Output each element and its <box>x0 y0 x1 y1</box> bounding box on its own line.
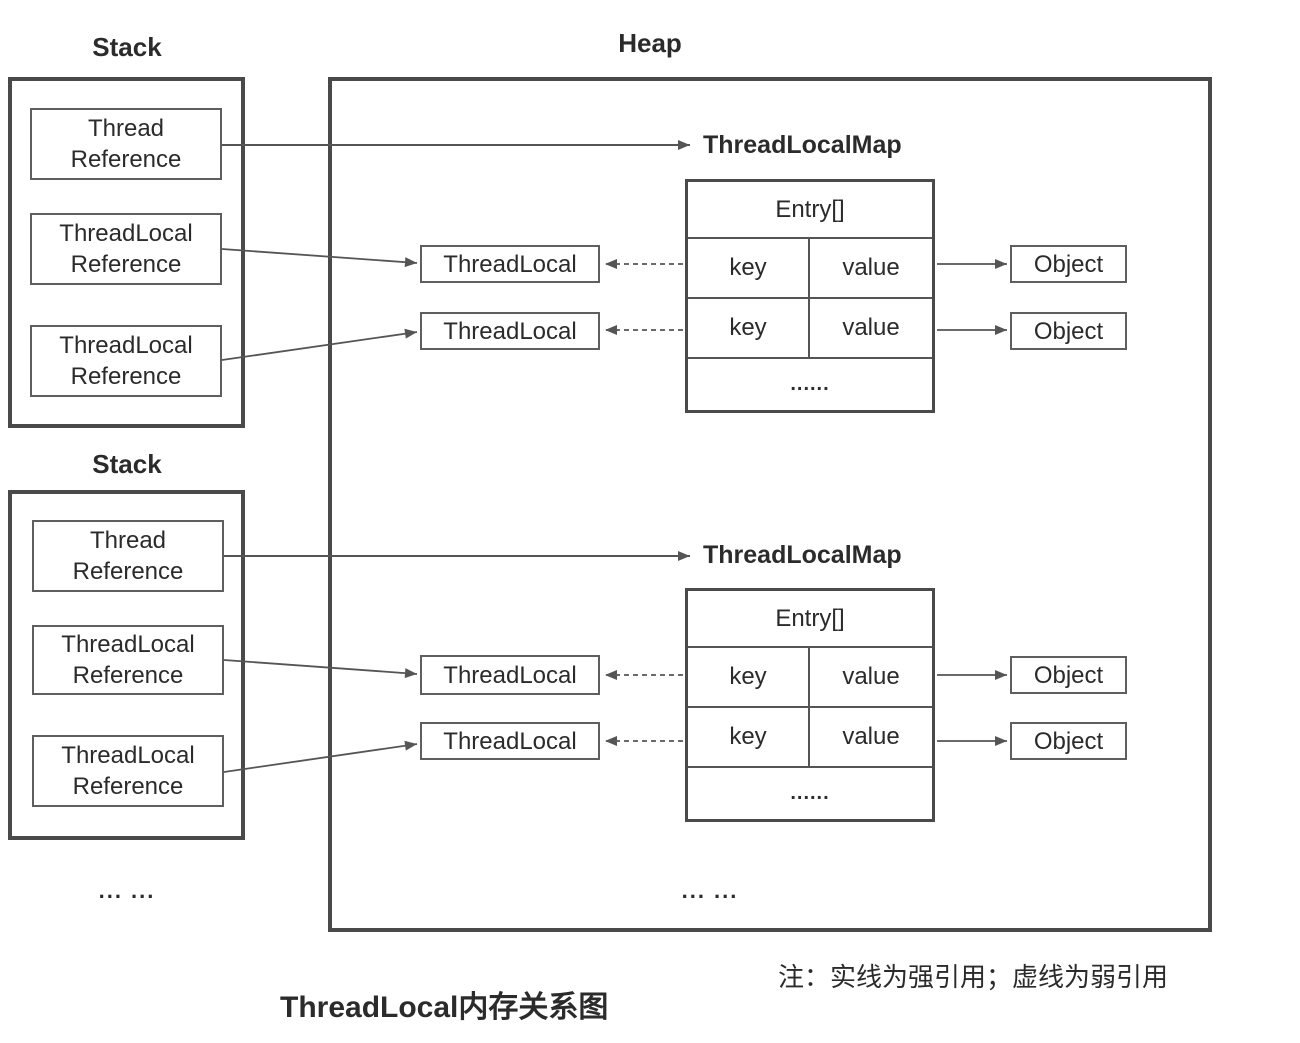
threadlocal-node: ThreadLocal <box>420 655 600 695</box>
entry-value-cell: value <box>842 723 900 750</box>
label-line2: Reference <box>70 146 182 173</box>
entry-row: key value <box>688 708 932 768</box>
stack-title-top: Stack <box>92 31 162 62</box>
label-line1: ThreadLocal <box>61 631 195 658</box>
entry-value-cell: value <box>842 663 900 690</box>
entry-table: Entry[] key value key value ...... <box>685 588 935 822</box>
threadlocal-node: ThreadLocal <box>420 312 600 350</box>
diagram-caption: ThreadLocal内存关系图 <box>280 991 609 1024</box>
entry-table: Entry[] key value key value ...... <box>685 179 935 413</box>
entry-value-cell: value <box>842 254 900 281</box>
label-line2: Reference <box>72 662 184 689</box>
entry-value-cell: value <box>842 314 900 341</box>
entry-header: Entry[] <box>688 591 932 648</box>
heap-title: Heap <box>618 27 682 58</box>
label-line2: Reference <box>70 363 182 390</box>
entry-header: Entry[] <box>688 182 932 239</box>
object-node: Object <box>1010 722 1127 760</box>
entry-row: key value <box>688 239 932 299</box>
entry-key-cell: key <box>688 648 810 706</box>
stack-ellipsis: ... ... <box>98 878 156 903</box>
legend-note: 注：实线为强引用；虚线为弱引用 <box>778 962 1169 992</box>
entry-key-cell: key <box>688 239 810 297</box>
label-line2: Reference <box>72 558 184 585</box>
entry-more-row: ...... <box>790 373 830 395</box>
threadlocal-node: ThreadLocal <box>420 245 600 283</box>
label-line1: ThreadLocal <box>59 332 193 359</box>
threadlocalmap-title: ThreadLocalMap <box>703 541 902 569</box>
object-node: Object <box>1010 245 1127 283</box>
stack-title-bottom: Stack <box>92 448 162 479</box>
object-node: Object <box>1010 656 1127 694</box>
label-line2: Reference <box>70 251 182 278</box>
heap-ellipsis: ... ... <box>681 878 739 903</box>
entry-key-cell: key <box>688 299 810 357</box>
label-line1: Thread <box>87 115 165 142</box>
label-line1: ThreadLocal <box>61 742 195 769</box>
entry-row: key value <box>688 299 932 359</box>
label-line2: Reference <box>72 773 184 800</box>
entry-row: key value <box>688 648 932 708</box>
object-node: Object <box>1010 312 1127 350</box>
entry-more-row: ...... <box>790 782 830 804</box>
label-line1: Thread <box>89 527 167 554</box>
threadlocalmap-title: ThreadLocalMap <box>703 131 902 159</box>
label-line1: ThreadLocal <box>59 220 193 247</box>
entry-key-cell: key <box>688 708 810 766</box>
threadlocal-node: ThreadLocal <box>420 722 600 760</box>
